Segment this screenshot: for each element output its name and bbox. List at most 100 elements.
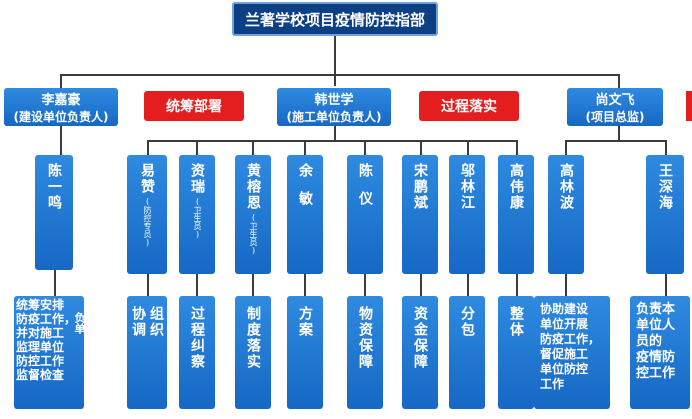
link-8: [467, 274, 469, 296]
connector-left-down: [60, 126, 62, 156]
task-line: 并对施工: [16, 326, 65, 340]
task-box-7: 资金保障: [402, 296, 438, 409]
member-box-8: 邬林江: [449, 155, 485, 274]
member-box-5: 余敏: [287, 155, 323, 274]
connector-top-horizontal: [60, 74, 620, 76]
task-line: 防疫工作，: [16, 312, 77, 326]
task-box-1: 统筹安排 防疫工作， 并对施工 监理单位 防控工作 监督检查 负单: [14, 296, 84, 409]
member-name: 邬林江: [459, 163, 475, 211]
leader-role: (建设单位负责人): [13, 110, 109, 124]
link-11: [665, 274, 667, 296]
member-box-9: 高伟康: [498, 155, 534, 274]
drop-9: [565, 140, 567, 155]
task-line: 协助建设: [540, 302, 589, 316]
tag-coordination: 统筹部署: [144, 91, 244, 121]
task-line: 单位开展: [540, 317, 589, 331]
member-name: 宋鹏斌: [412, 163, 428, 211]
connector-right-horizontal: [565, 140, 665, 142]
page-title: 兰著学校项目疫情防控指部: [232, 2, 438, 36]
drop-3: [252, 140, 254, 155]
member-box-6: 陈仪: [347, 155, 383, 274]
task-box-11: 负责本 单位人 员的 疫情防 控工作: [630, 296, 690, 409]
task-line: 物资保障: [357, 306, 373, 370]
drop-1: [147, 140, 149, 155]
leader-name: 韩世学: [314, 93, 354, 108]
member-name: 余敏: [297, 163, 313, 219]
member-box-11: 王深海: [646, 155, 684, 274]
tag-edge: [686, 91, 692, 121]
member-name: 陈一鸣: [46, 163, 62, 211]
link-9: [516, 274, 518, 296]
member-name: 陈仪: [357, 163, 373, 219]
member-name: 王深海: [657, 163, 673, 211]
member-box-7: 宋鹏斌: [402, 155, 438, 274]
drop-8: [516, 140, 518, 155]
connector-mid-down: [334, 126, 336, 140]
connector-right-leader: [618, 74, 620, 88]
task-line: 监理单位: [16, 340, 65, 354]
member-name: 高林波: [558, 163, 574, 211]
task-line: 分包: [459, 306, 475, 338]
connector-title-down: [334, 36, 336, 86]
member-note: (卫生员): [193, 197, 202, 239]
member-box-2: 易赞 (防控专员): [127, 155, 167, 274]
tag-implementation: 过程落实: [419, 91, 519, 121]
link-4: [252, 274, 254, 296]
task-line: 工作: [540, 377, 565, 391]
link-1: [54, 270, 56, 296]
leader-name: 尚文飞: [595, 93, 635, 108]
member-note: (防控专员): [143, 197, 152, 247]
task-line: 过程纠察: [189, 306, 205, 370]
link-6: [364, 274, 366, 296]
task-box-5: 方案 措施: [287, 296, 323, 409]
task-line: 疫情防: [636, 350, 676, 365]
connector-right-down: [618, 126, 620, 140]
member-box-3: 资瑞 (卫生员): [179, 155, 215, 274]
leader-role: (施工单位负责人): [286, 110, 382, 124]
task-line: 资金保障: [412, 306, 428, 370]
task-line: 制度落实: [245, 306, 261, 370]
task-line: 督促施工: [540, 347, 589, 361]
task-box-4: 制度落实: [235, 296, 271, 409]
task-line: 组织: [148, 306, 164, 338]
member-name: 易赞: [139, 163, 155, 195]
task-overflow-text: 负单: [73, 312, 84, 334]
task-line: 单位防控: [540, 362, 589, 376]
member-box-10: 高林波: [548, 155, 584, 274]
drop-6: [420, 140, 422, 155]
tag-label: 统筹部署: [166, 99, 222, 115]
link-7: [420, 274, 422, 296]
drop-2: [196, 140, 198, 155]
task-box-2: 组织 协调: [127, 296, 167, 409]
link-3: [196, 274, 198, 296]
member-name: 资瑞: [189, 163, 205, 195]
leader-box-2: 韩世学 (施工单位负责人): [277, 88, 391, 126]
task-box-3: 过程纠察: [179, 296, 215, 409]
task-box-6: 物资保障: [347, 296, 383, 409]
task-line: 防控工作: [16, 354, 65, 368]
member-note: (卫生员): [249, 213, 258, 255]
member-box-4: 黄榕恩 (卫生员): [235, 155, 271, 274]
task-box-9: 整体 协调: [498, 296, 534, 409]
task-line: 负责本: [636, 302, 676, 317]
task-line: 员的: [636, 334, 663, 349]
title-text: 兰著学校项目疫情防控指部: [244, 10, 425, 29]
drop-10: [665, 140, 667, 155]
leader-box-1: 李嘉豪 (建设单位负责人): [4, 88, 118, 126]
leader-role: (项目总监): [585, 110, 645, 124]
task-box-8: 分包 防护: [449, 296, 485, 409]
task-line: 监督检查: [16, 368, 65, 382]
connector-mid-horizontal: [147, 140, 517, 142]
link-2: [147, 274, 149, 296]
task-line: 防疫工作，: [540, 332, 601, 346]
drop-5: [364, 140, 366, 155]
task-line: 整体: [508, 306, 524, 338]
member-name: 黄榕恩: [245, 163, 261, 211]
tag-label: 过程落实: [441, 99, 497, 115]
task-line: 控工作: [636, 366, 676, 381]
member-name: 高伟康: [508, 163, 524, 211]
drop-4: [304, 140, 306, 155]
task-line: 协调: [130, 306, 146, 338]
leader-name: 李嘉豪: [41, 93, 81, 108]
